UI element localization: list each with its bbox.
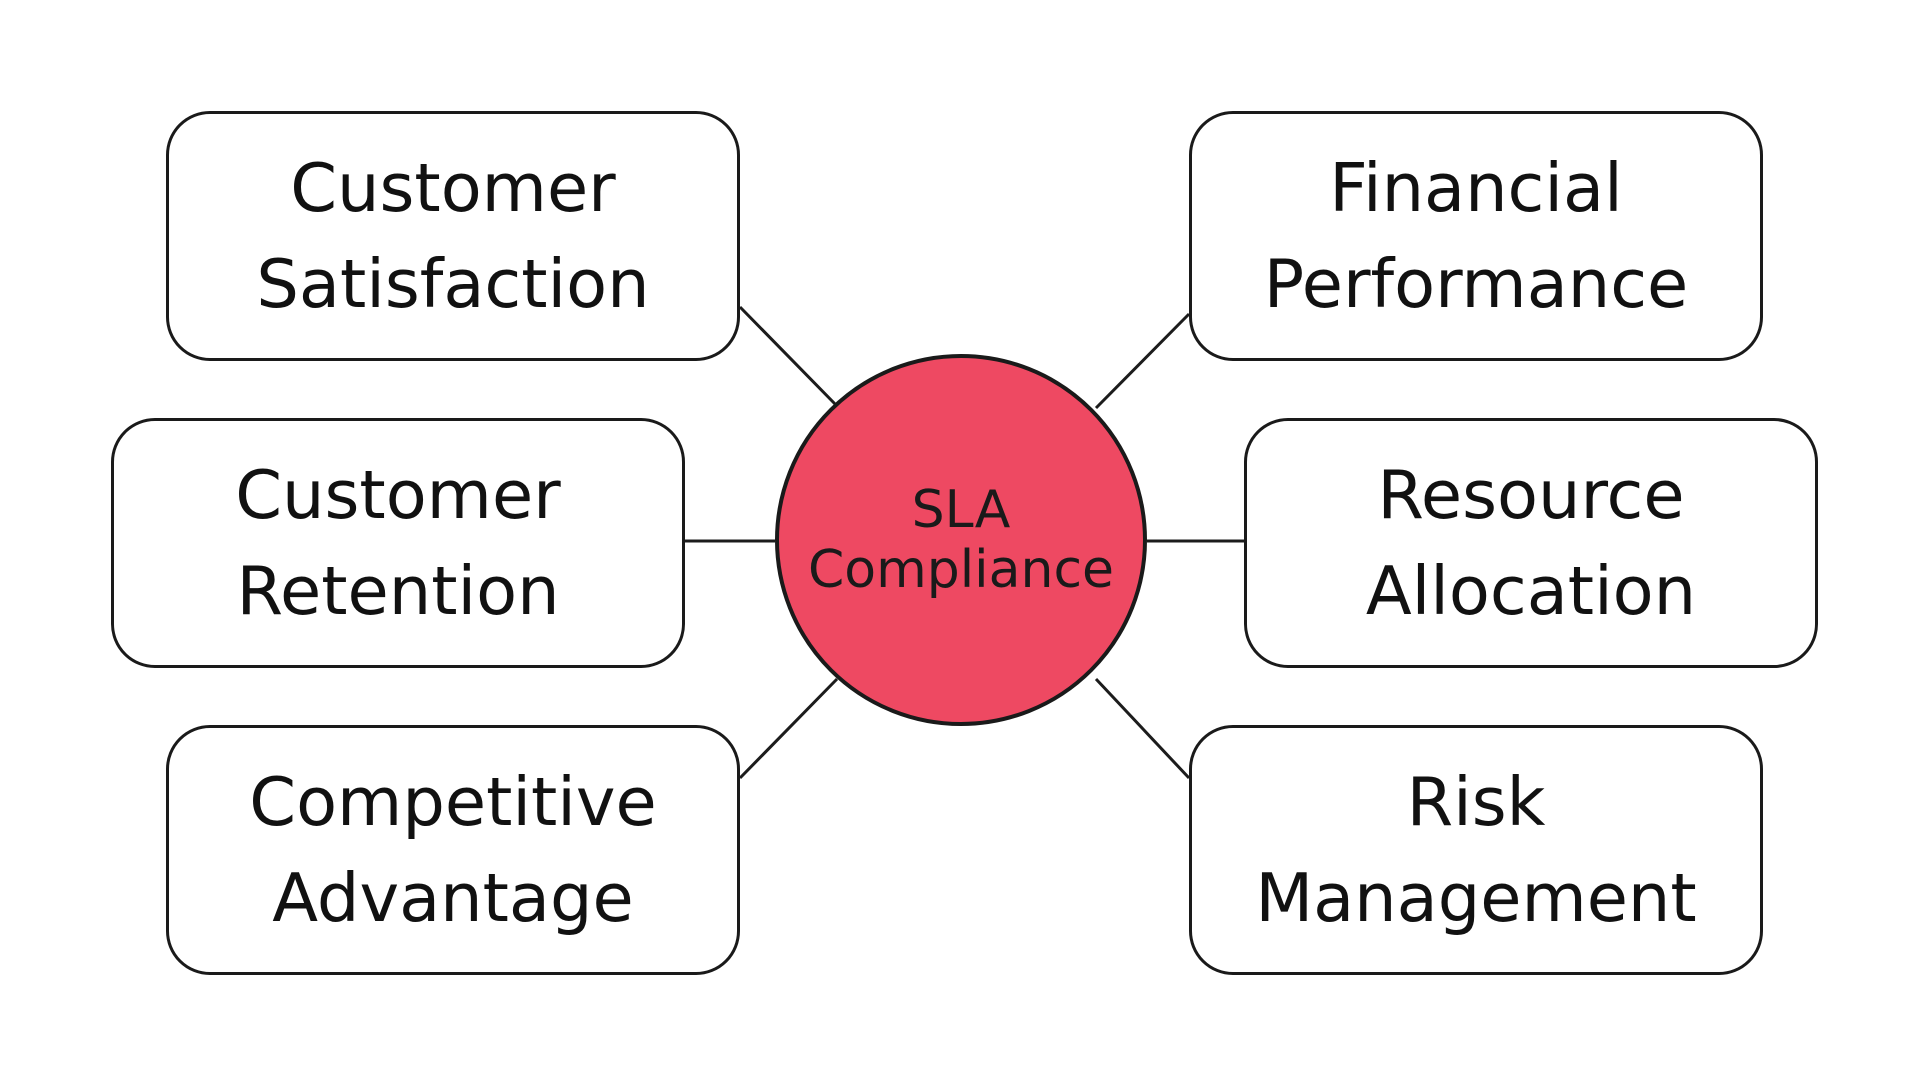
node-label-line2: Performance: [1263, 245, 1689, 323]
node-competitive-advantage: Competitive Advantage: [166, 725, 740, 975]
connector-risk-management: [1094, 677, 1191, 780]
node-label-line2: Allocation: [1365, 552, 1697, 630]
node-risk-management: Risk Management: [1189, 725, 1763, 975]
connector-competitive-advantage: [738, 677, 839, 780]
node-label-line2: Satisfaction: [256, 245, 650, 323]
node-label-line1: Risk: [1406, 763, 1546, 841]
sla-compliance-hub: SLA Compliance: [775, 354, 1147, 726]
connector-customer-satisfaction: [738, 305, 839, 408]
node-customer-retention: Customer Retention: [111, 418, 685, 668]
connector-financial-performance: [1094, 312, 1191, 410]
node-label-line1: Customer: [235, 456, 561, 534]
node-financial-performance: Financial Performance: [1189, 111, 1763, 361]
node-label-line2: Retention: [236, 552, 560, 630]
node-label-line2: Advantage: [272, 859, 634, 937]
node-label-line1: Financial: [1329, 149, 1623, 227]
node-customer-satisfaction: Customer Satisfaction: [166, 111, 740, 361]
hub-label-line1: SLA: [911, 480, 1011, 540]
hub-label-line2: Compliance: [807, 540, 1115, 600]
node-label-line1: Competitive: [249, 763, 657, 841]
node-label-line1: Customer: [290, 149, 616, 227]
node-label-line1: Resource: [1377, 456, 1685, 534]
node-label-line2: Management: [1255, 859, 1697, 937]
node-resource-allocation: Resource Allocation: [1244, 418, 1818, 668]
